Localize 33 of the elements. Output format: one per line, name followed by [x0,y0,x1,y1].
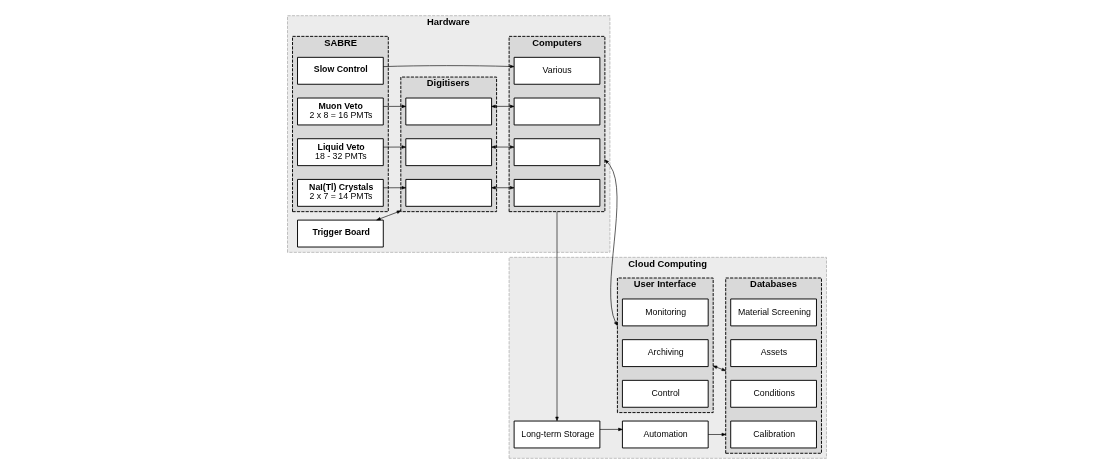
node-box [513,138,600,167]
arrow [382,64,514,69]
arrow [490,145,514,149]
node-box: Automation [621,420,709,449]
arrow [382,145,406,149]
node-box: Muon Veto 2 x 8 = 16 PMTs [296,97,384,126]
node-box: NaI(Tl) Crystals 2 x 7 = 14 PMTs [296,178,384,207]
node-box [404,138,492,167]
arrow [382,104,406,108]
node-box: Monitoring [621,298,709,327]
node-box [404,178,492,207]
arrow [599,427,623,431]
node-box: Liquid Veto 18 - 32 PMTs [296,138,384,167]
node-box: Long-term Storage [513,420,600,449]
node-box: Control [621,379,709,408]
node-box [513,97,600,126]
node-box: Conditions [729,379,817,408]
arrow [382,186,406,190]
arrow [375,210,401,221]
node-box: Assets [729,339,817,368]
node-box: Archiving [621,339,709,368]
arrow [712,365,726,372]
node-box: Slow Control [296,56,384,85]
node-box: Calibration [729,420,817,449]
arrow [490,186,514,190]
node-box [513,178,600,207]
arrow [490,104,514,108]
arrow [707,432,726,437]
arrow [554,211,559,422]
node-box [404,97,492,126]
node-box: Various [513,56,600,85]
node-box: Material Screening [729,298,817,327]
arrow [604,159,618,326]
